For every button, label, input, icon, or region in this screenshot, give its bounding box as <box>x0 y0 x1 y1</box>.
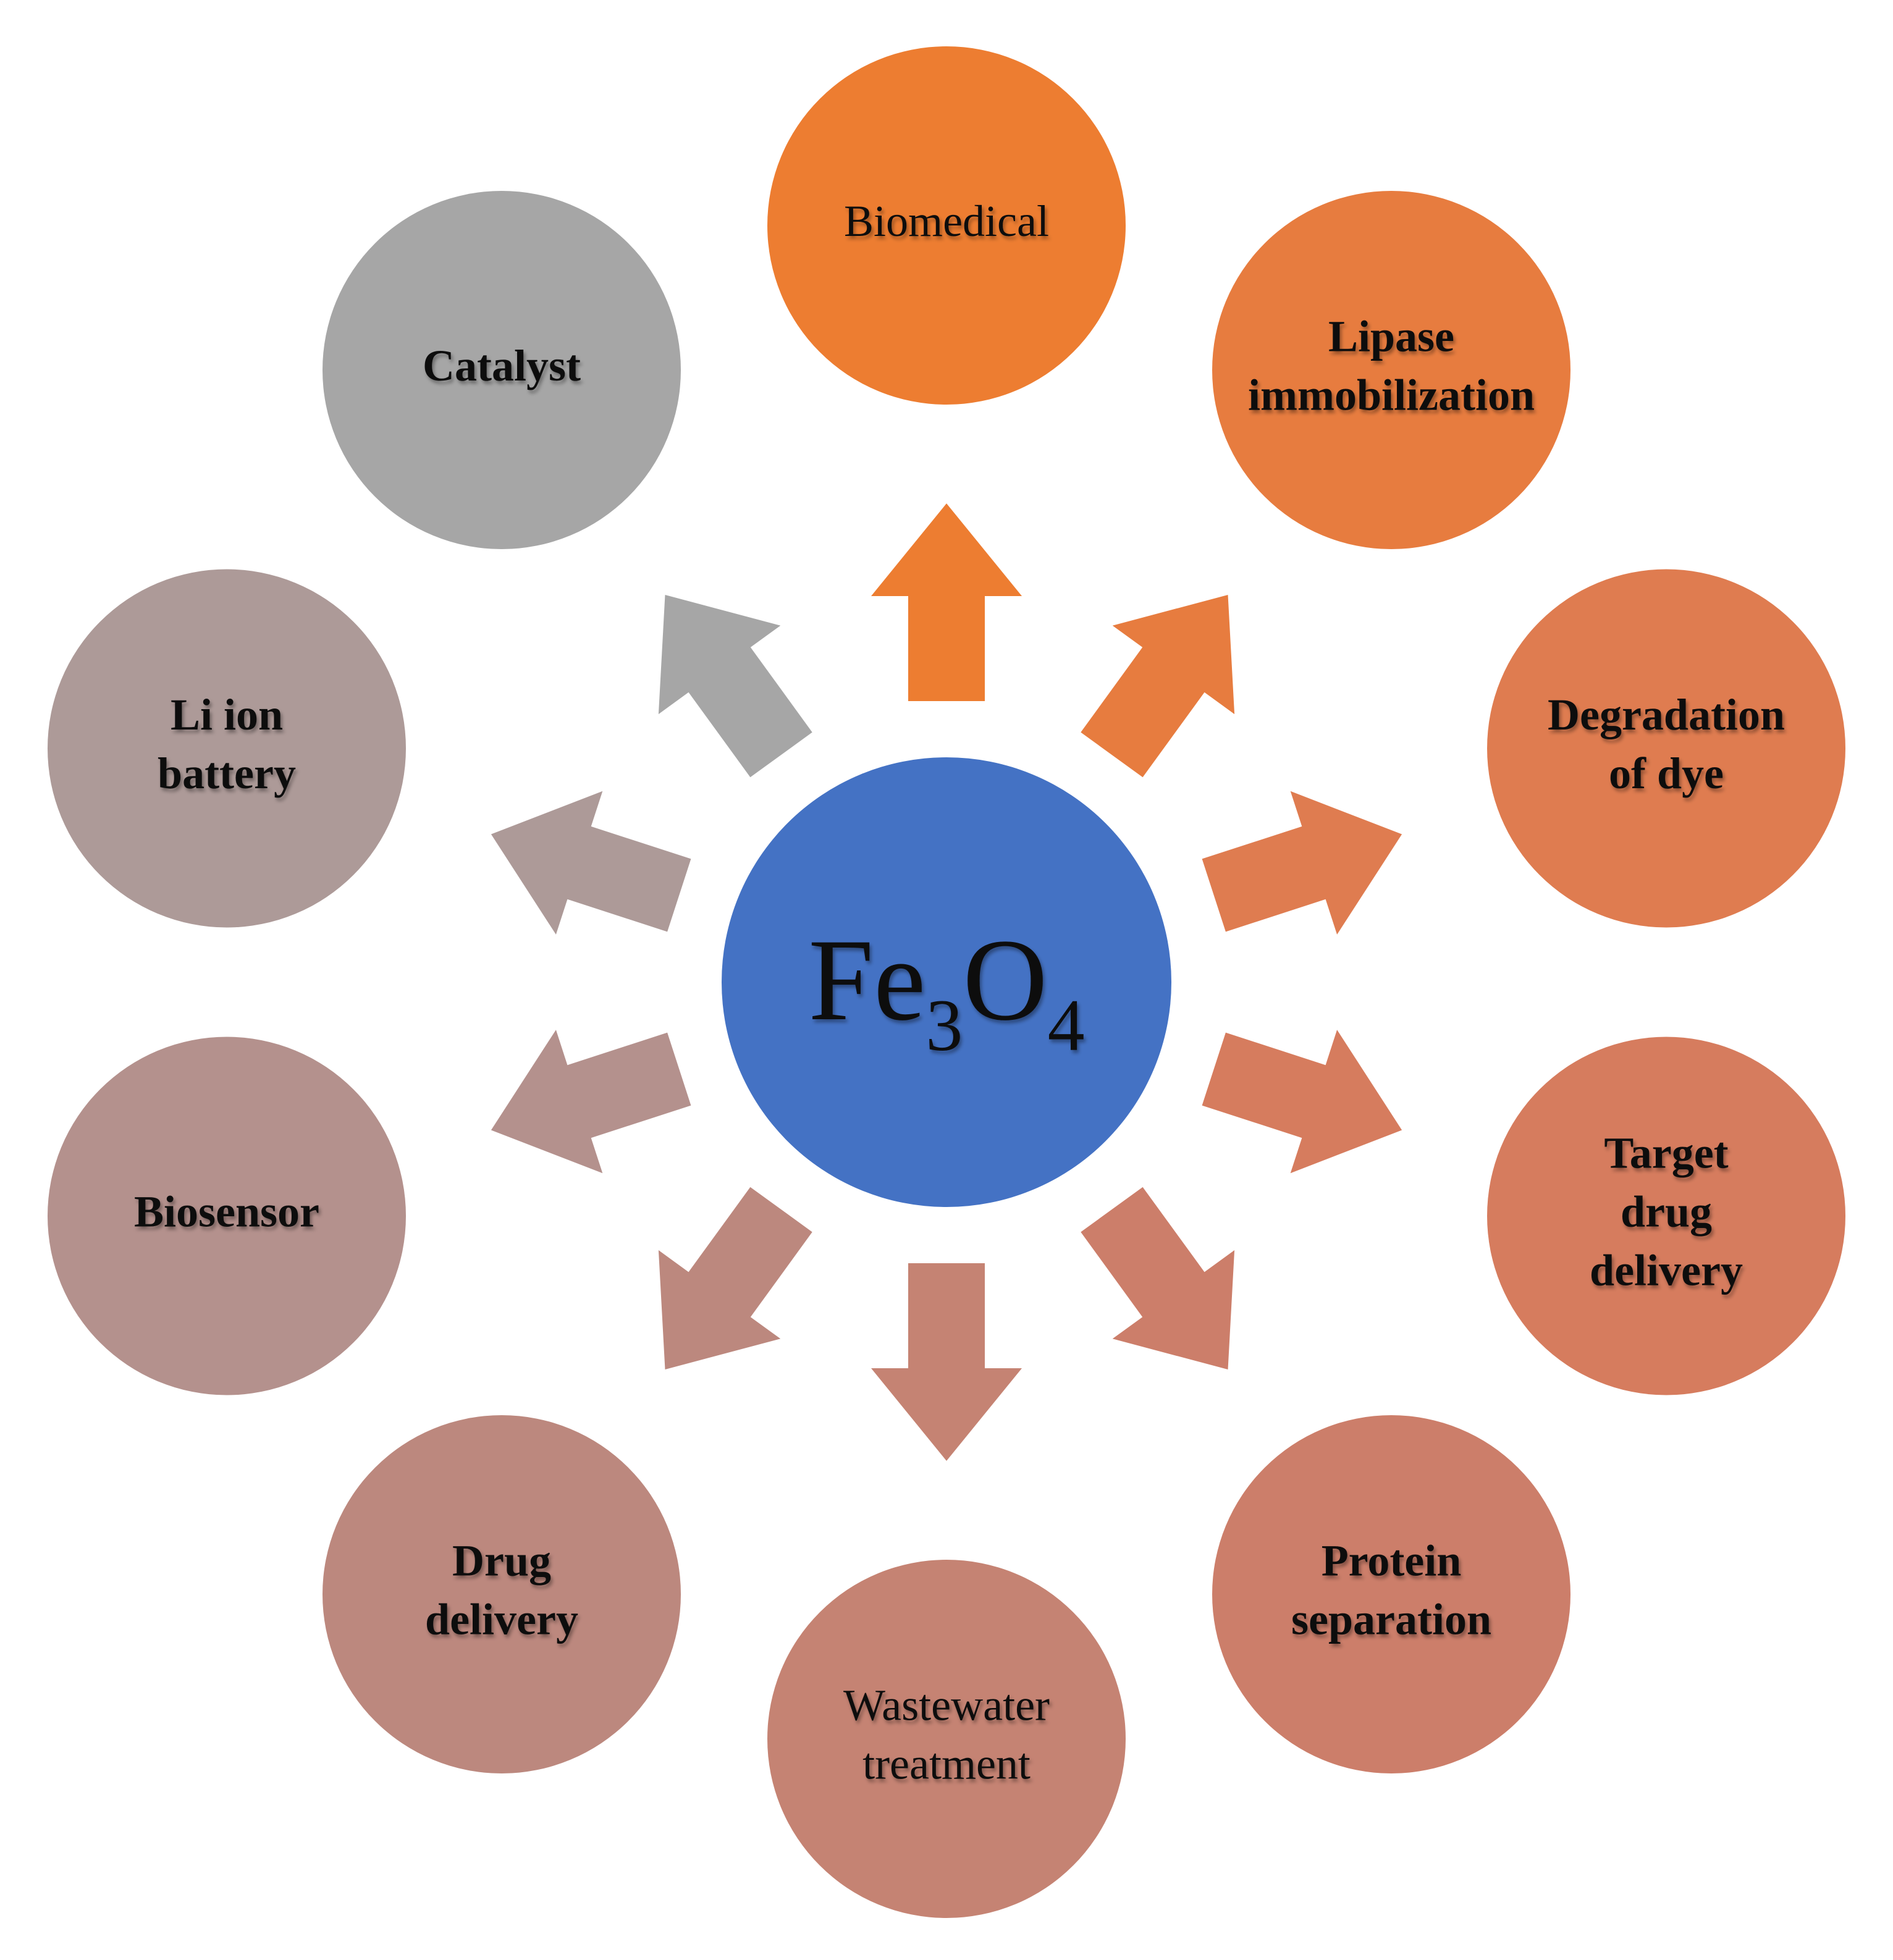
node-circle-lipase-immobilization <box>1212 191 1570 549</box>
node-circle-biomedical <box>767 46 1126 405</box>
arrow-to-protein-separation <box>1081 1187 1235 1369</box>
node-label-line: delivery <box>1590 1245 1743 1295</box>
node-label-line: treatment <box>862 1739 1031 1788</box>
formula-fe: Fe <box>808 915 925 1045</box>
node-drug-delivery: Drug delivery <box>323 1415 681 1773</box>
node-circle-catalyst <box>323 191 681 549</box>
node-label-biomedical: Biomedical <box>844 196 1049 246</box>
node-label-degradation-of-dye: Degradation of dye <box>1548 690 1785 798</box>
node-label-line: Lipase <box>1328 311 1454 361</box>
formula-sub-4: 4 <box>1048 984 1085 1066</box>
node-label-line: drug <box>1621 1187 1712 1236</box>
node-circle-target-drug-delivery <box>1487 1037 1845 1395</box>
center-node: Fe3O4 <box>722 757 1171 1207</box>
node-label-li-ion-battery: Li ion battery <box>158 690 296 798</box>
node-lipase-immobilization: Lipase immobilization <box>1212 191 1570 549</box>
node-label-lipase-immobilization: Lipase immobilization <box>1248 311 1535 419</box>
center-label: Fe3O4 <box>808 915 1084 1066</box>
node-circle-protein-separation <box>1212 1415 1570 1773</box>
node-label-line: Target <box>1604 1128 1728 1177</box>
arrow-to-li-ion-battery <box>491 791 691 935</box>
node-biosensor: Biosensor <box>48 1037 406 1395</box>
arrow-to-biosensor <box>491 1030 691 1174</box>
node-label-line: separation <box>1291 1594 1491 1644</box>
node-label-line: delivery <box>425 1594 578 1644</box>
arrow-to-target-drug-delivery <box>1202 1030 1402 1174</box>
node-circle-li-ion-battery <box>48 569 406 928</box>
node-catalyst: Catalyst <box>323 191 681 549</box>
node-label-biosensor: Biosensor <box>134 1187 319 1236</box>
arrows-layer <box>491 503 1402 1461</box>
arrow-to-lipase-immobilization <box>1081 595 1235 778</box>
node-label-line: Degradation <box>1548 690 1785 739</box>
node-label-target-drug-delivery: Target drug delivery <box>1590 1128 1743 1295</box>
node-degradation-of-dye: Degradation of dye <box>1487 569 1845 928</box>
formula-sub-3: 3 <box>925 984 963 1066</box>
node-protein-separation: Protein separation <box>1212 1415 1570 1773</box>
arrow-to-wastewater-treatment <box>871 1263 1022 1461</box>
formula-o: O <box>963 915 1047 1045</box>
node-target-drug-delivery: Target drug delivery <box>1487 1037 1845 1395</box>
arrow-to-biomedical <box>871 503 1022 701</box>
center-circle <box>722 757 1171 1207</box>
node-label-line: battery <box>158 749 296 798</box>
node-label-line: Biosensor <box>134 1187 319 1236</box>
node-circle-biosensor <box>48 1037 406 1395</box>
node-label-line: Protein <box>1322 1536 1462 1585</box>
node-label-line: Wastewater <box>843 1680 1050 1730</box>
node-circle-drug-delivery <box>323 1415 681 1773</box>
node-label-catalyst: Catalyst <box>423 341 581 390</box>
node-label-line: Catalyst <box>423 341 581 390</box>
node-label-protein-separation: Protein separation <box>1291 1536 1491 1644</box>
node-circle-degradation-of-dye <box>1487 569 1845 928</box>
node-label-line: Li ion <box>171 690 283 739</box>
arrow-to-catalyst <box>658 595 812 778</box>
node-circle-wastewater-treatment <box>767 1560 1126 1918</box>
node-label-wastewater-treatment: Wastewater treatment <box>843 1680 1050 1788</box>
arrow-to-drug-delivery <box>658 1187 812 1369</box>
node-biomedical: Biomedical <box>767 46 1126 405</box>
node-label-line: Drug <box>452 1536 551 1585</box>
node-wastewater-treatment: Wastewater treatment <box>767 1560 1126 1918</box>
node-label-line: of dye <box>1609 749 1724 798</box>
node-label-drug-delivery: Drug delivery <box>425 1536 578 1644</box>
node-li-ion-battery: Li ion battery <box>48 569 406 928</box>
arrow-to-degradation-of-dye <box>1202 791 1402 935</box>
node-label-line: immobilization <box>1248 370 1535 419</box>
node-label-line: Biomedical <box>844 196 1049 246</box>
